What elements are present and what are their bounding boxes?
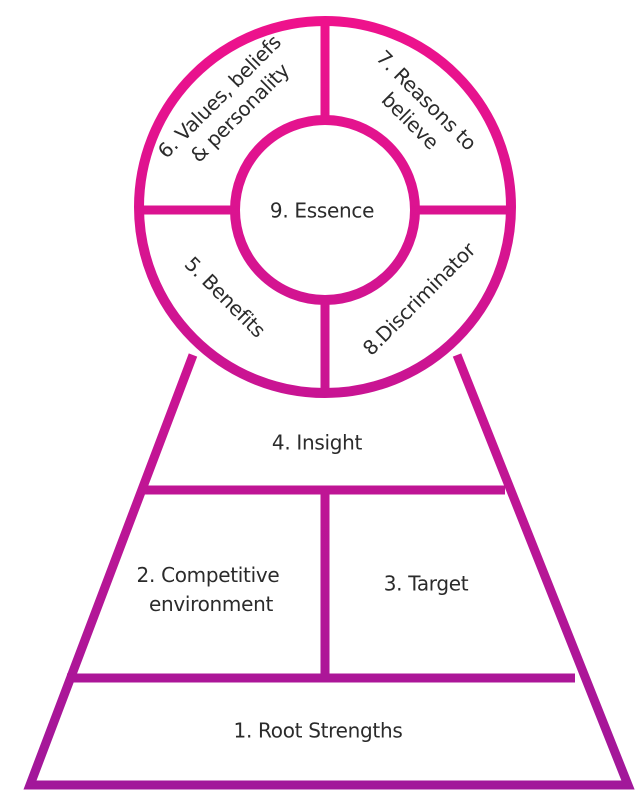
insight-label: 4. Insight	[272, 431, 363, 455]
essence-circle	[230, 115, 420, 305]
circle-structure	[134, 16, 516, 398]
competitive-label: 2. Competitive environment	[137, 563, 286, 616]
essence-label: 9. Essence	[270, 199, 374, 223]
pyramid-outline	[23, 353, 635, 790]
target-label: 3. Target	[384, 572, 469, 596]
pyramid-structure	[23, 353, 635, 790]
competitive-label-line1: 2. Competitive	[137, 563, 280, 587]
competitive-label-line2: environment	[149, 592, 274, 616]
root-strengths-label: 1. Root Strengths	[234, 719, 403, 743]
